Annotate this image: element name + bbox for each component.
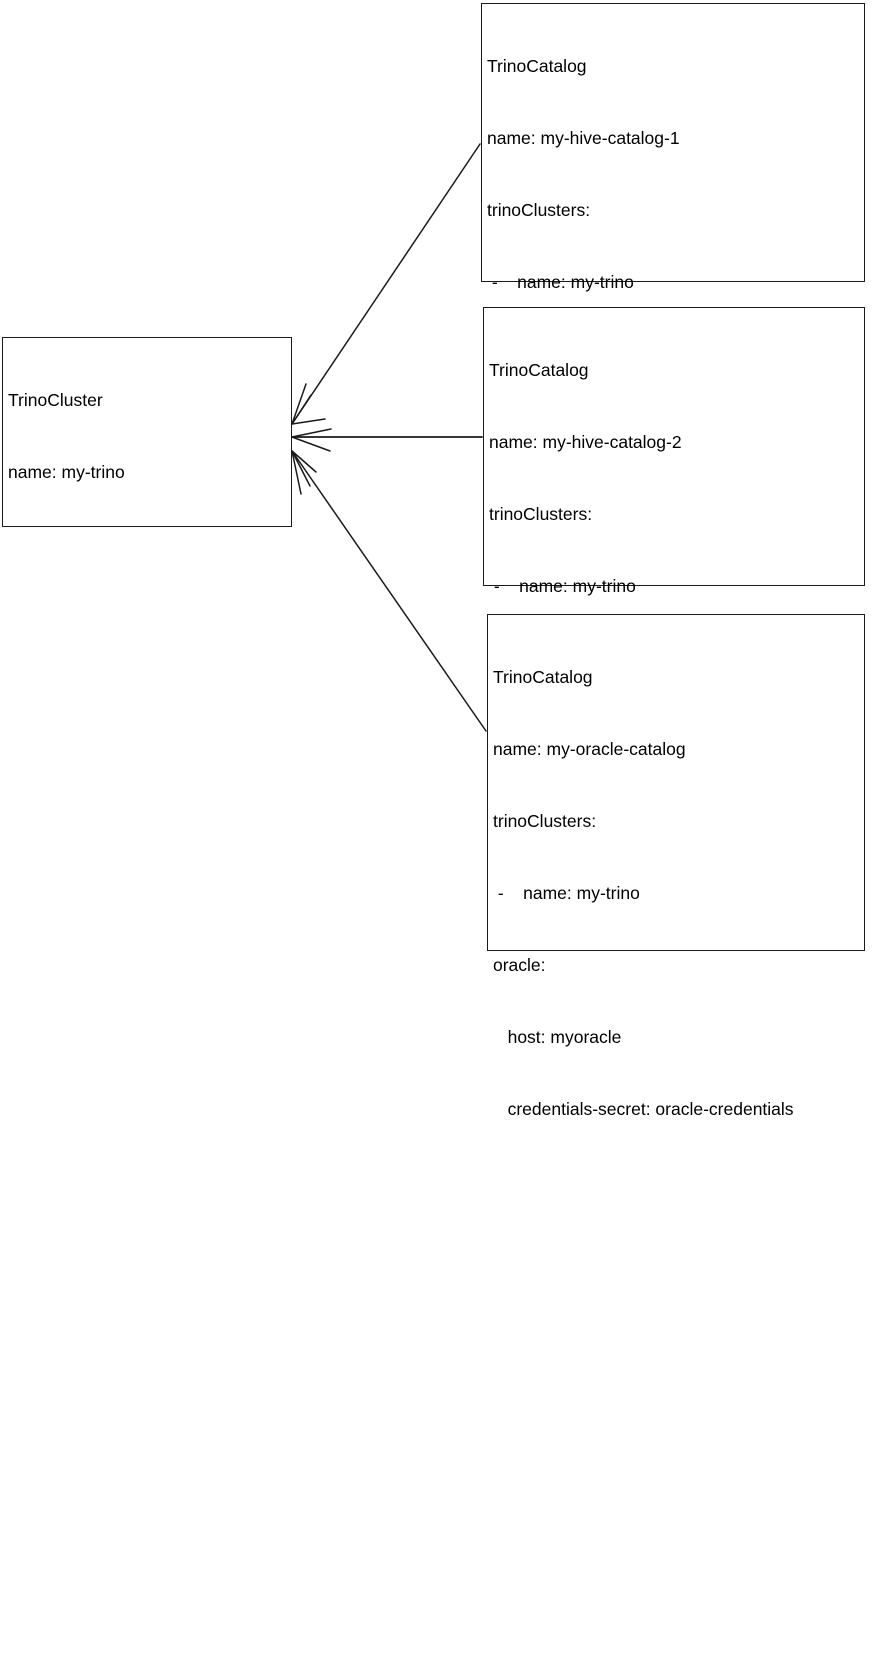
edge-catalog-2-to-cluster xyxy=(291,428,483,452)
yaml-line: - name: my-trino xyxy=(493,883,640,903)
edge-catalog-3-to-cluster xyxy=(291,450,487,732)
yaml-line: TrinoCatalog xyxy=(493,667,593,687)
node-trino-catalog-1[interactable]: TrinoCatalog name: my-hive-catalog-1 tri… xyxy=(481,3,865,652)
yaml-line: TrinoCatalog xyxy=(487,56,587,76)
yaml-line: oracle: xyxy=(493,955,546,975)
edge-catalog-1-to-cluster xyxy=(291,143,481,425)
yaml-line: trinoClusters: xyxy=(489,504,593,524)
yaml-line: trinoClusters: xyxy=(487,200,591,220)
yaml-line: name: my-hive-catalog-2 xyxy=(489,432,682,452)
yaml-line: TrinoCluster xyxy=(8,390,103,410)
node-trino-catalog-3[interactable]: TrinoCatalog name: my-oracle-catalog tri… xyxy=(487,614,865,1119)
yaml-line: - name: my-trino xyxy=(487,272,634,292)
yaml-line: credentials-secret: oracle-credentials xyxy=(493,1099,794,1119)
yaml-line: - name: my-trino xyxy=(489,576,636,596)
node-trino-catalog-3-text: TrinoCatalog name: my-oracle-catalog tri… xyxy=(493,617,862,1169)
yaml-line: host: myoracle xyxy=(493,1027,622,1047)
yaml-line: trinoClusters: xyxy=(493,811,597,831)
yaml-line: name: my-trino xyxy=(8,462,125,482)
node-trino-cluster-text: TrinoCluster name: my-trino xyxy=(8,340,289,532)
diagram-canvas: TrinoCluster name: my-trino TrinoCatalog… xyxy=(2,3,865,1119)
yaml-line: name: my-hive-catalog-1 xyxy=(487,128,680,148)
node-trino-cluster[interactable]: TrinoCluster name: my-trino xyxy=(2,337,292,527)
yaml-line: TrinoCatalog xyxy=(489,360,589,380)
yaml-line: name: my-oracle-catalog xyxy=(493,739,686,759)
node-trino-catalog-2[interactable]: TrinoCatalog name: my-hive-catalog-2 tri… xyxy=(483,307,865,884)
